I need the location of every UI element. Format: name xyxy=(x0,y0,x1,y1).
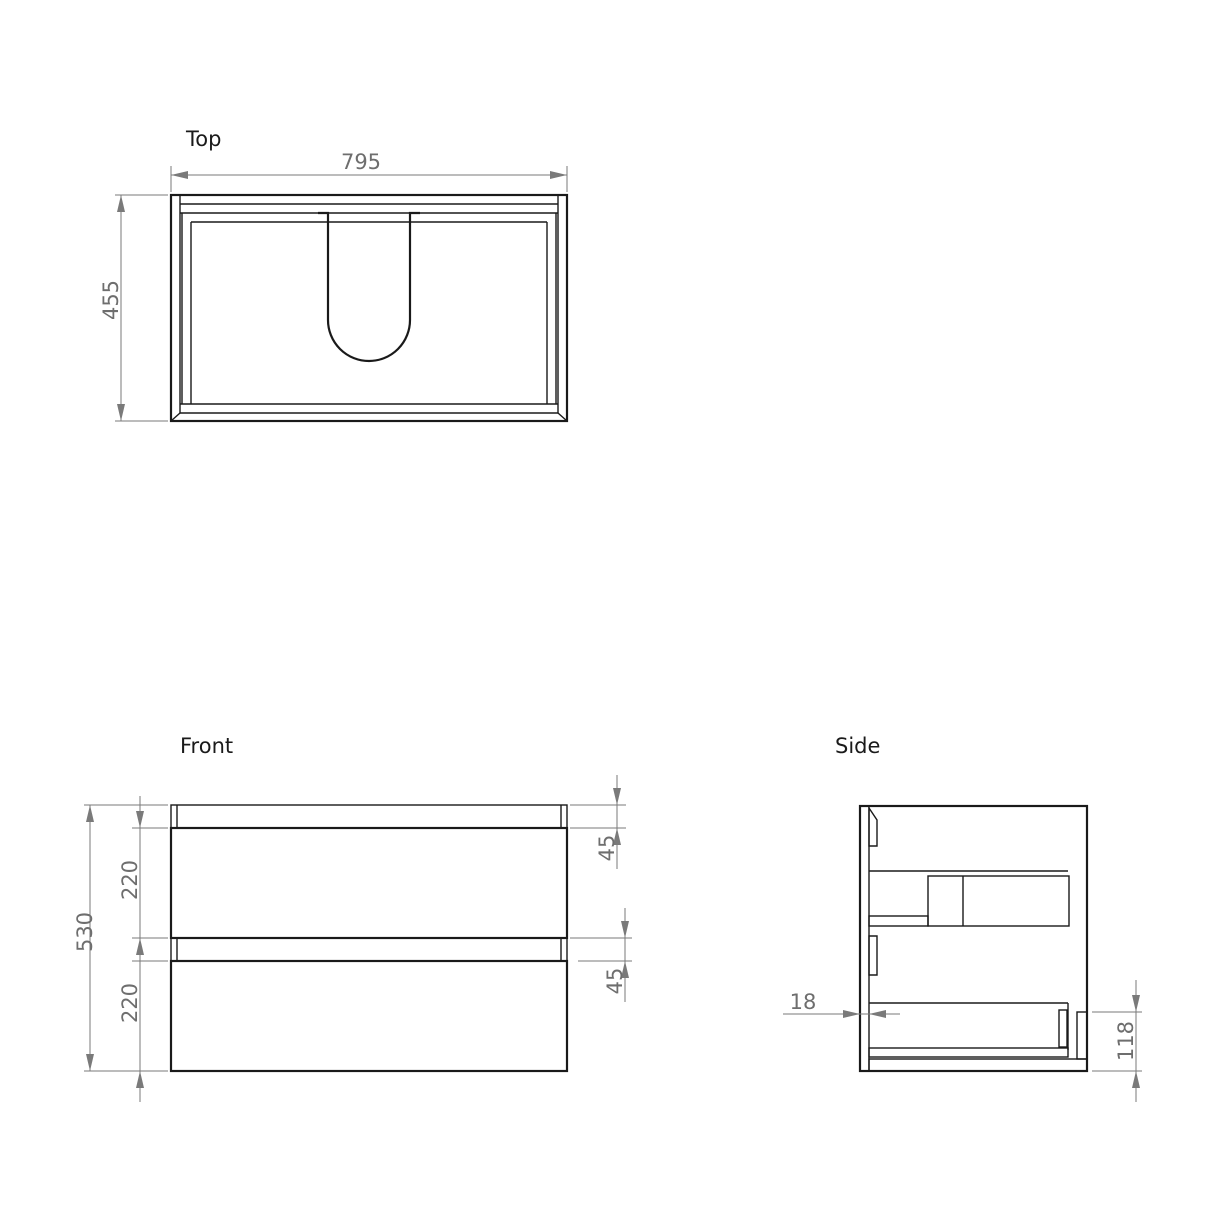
front-height-dimension: 530 xyxy=(73,804,168,1072)
side-view: Side xyxy=(783,734,1142,1102)
upper-drawer-front xyxy=(169,826,569,940)
top-view: Top 795 455 xyxy=(99,127,569,423)
front-cabinet-outline xyxy=(169,804,569,1073)
lower-drawer-front xyxy=(169,959,569,1073)
upper-drawer-box xyxy=(927,875,1070,927)
top-view-title: Top xyxy=(185,127,221,151)
side-view-title: Side xyxy=(835,734,880,758)
arrow-left-icon xyxy=(869,1010,886,1018)
arrow-up-icon xyxy=(136,1071,144,1088)
front-gap-dimensions: 45 45 xyxy=(570,775,632,1002)
arrow-down-icon xyxy=(613,788,621,805)
front-drawer-dimensions: 220 220 xyxy=(118,796,168,1102)
arrow-right-icon xyxy=(550,171,567,179)
upper-drawer-height-label: 220 xyxy=(118,860,142,900)
side-section xyxy=(858,804,1089,1073)
front-view-title: Front xyxy=(180,734,233,758)
arrow-down-icon xyxy=(86,1054,94,1071)
arrow-down-icon xyxy=(136,811,144,828)
top-width-dimension: 795 xyxy=(170,150,568,192)
arrow-up-icon xyxy=(621,961,629,978)
upper-gap-label: 45 xyxy=(595,835,619,862)
arrow-up-icon xyxy=(86,805,94,822)
arrow-left-icon xyxy=(171,171,188,179)
panel-thickness-label: 18 xyxy=(790,990,817,1014)
lower-drawer-height-label: 220 xyxy=(118,983,142,1023)
arrow-up-icon xyxy=(117,195,125,212)
arrow-right-icon xyxy=(843,1010,860,1018)
front-view: Front 530 xyxy=(73,734,632,1102)
arrow-up-icon xyxy=(1132,1071,1140,1088)
base-height-label: 118 xyxy=(1114,1021,1138,1061)
top-depth-label: 455 xyxy=(99,280,123,320)
top-cabinet-outline xyxy=(169,193,569,423)
top-width-label: 795 xyxy=(341,150,381,174)
front-height-label: 530 xyxy=(73,912,97,952)
top-waste-cutout xyxy=(318,211,420,363)
arrow-down-icon xyxy=(117,404,125,421)
top-depth-dimension: 455 xyxy=(99,194,168,422)
arrow-up-icon xyxy=(613,828,621,845)
side-thickness-dimension: 18 xyxy=(783,990,900,1018)
lower-gap-label: 45 xyxy=(603,968,627,995)
arrow-up-icon xyxy=(136,938,144,955)
arrow-down-icon xyxy=(621,921,629,938)
side-base-dimension: 118 xyxy=(1092,980,1142,1102)
arrow-down-icon xyxy=(1132,995,1140,1012)
